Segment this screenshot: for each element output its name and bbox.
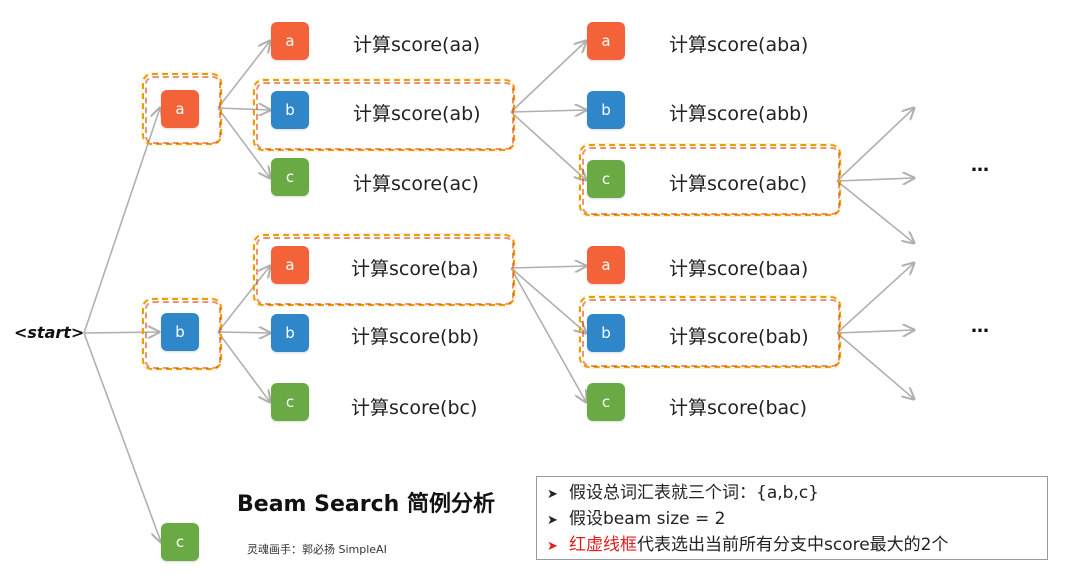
ellipsis-upper: … [971,155,990,176]
selection-box-ba [253,234,515,306]
node-b: b [161,313,199,351]
node-aa: a [271,22,309,60]
ellipsis-lower: … [971,316,990,337]
score-ac: 计算score(ac) [353,173,479,195]
edge-ba-bac [510,267,586,402]
start-label: <start> [14,323,85,342]
selection-box-abc [579,144,841,216]
note-beam-size: ➤ 假设beam size = 2 [547,507,1037,533]
selection-box-ab [253,79,515,151]
note-vocab: ➤ 假设总词汇表就三个词：{a,b,c} [547,481,1037,507]
score-ba: 计算score(ba) [351,258,479,280]
note-selection: ➤ 红虚线框代表选出当前所有分支中score最大的2个 [547,533,1037,559]
score-ab: 计算score(ab) [353,103,481,125]
notes-box: ➤ 假设总词汇表就三个词：{a,b,c} ➤ 假设beam size = 2 ➤ 红虚… [536,476,1048,560]
edge-start-a [83,108,160,334]
score-bac: 计算score(bac) [669,397,808,419]
diagram-title: Beam Search 简例分析 [237,492,495,517]
selection-box-a [142,73,222,145]
score-abb: 计算score(abb) [669,103,809,125]
edge-b-bc [217,331,270,402]
score-abc: 计算score(abc) [669,173,808,195]
selection-box-b [142,298,222,370]
selection-box-bab [579,296,841,368]
edge-abc-next1 [836,108,914,182]
arrow-bullet-icon: ➤ [547,539,558,554]
node-bac: c [587,383,625,421]
node-aba: a [587,22,625,60]
node-bab: b [587,314,625,352]
score-bab: 计算score(bab) [669,326,809,348]
edge-abc-next2 [836,178,914,181]
score-bc: 计算score(bc) [351,397,478,419]
node-abb: b [587,91,625,129]
edge-b-bb [217,332,270,333]
node-a: a [161,90,199,128]
edge-a-ac [217,107,270,178]
edge-a-aa [217,41,270,109]
arrow-bullet-icon: ➤ [547,513,558,528]
edge-ba-baa [510,266,586,268]
edge-abc-next3 [836,180,914,243]
score-aba: 计算score(aba) [669,34,809,56]
score-baa: 计算score(baa) [669,258,809,280]
node-bc: c [271,383,309,421]
node-abc: c [587,160,625,198]
node-ab: b [271,91,309,129]
note-selection-text: 代表选出当前所有分支中score最大的2个 [637,535,949,555]
score-aa: 计算score(aa) [353,34,481,56]
edge-bab-next3 [836,332,914,399]
note-vocab-text: 假设总词汇表就三个词：{a,b,c} [569,483,819,503]
edge-ba-bab [510,267,586,333]
node-c: c [161,523,199,561]
edge-start-c [83,332,161,542]
node-baa: a [587,246,625,284]
arrow-bullet-icon: ➤ [547,487,558,502]
edge-ab-abc [510,111,586,180]
edge-bab-next2 [836,330,914,333]
note-beam-size-text: 假设beam size = 2 [569,509,726,529]
node-bb: b [271,314,309,352]
edge-ab-abb [510,110,586,112]
note-selection-highlight: 红虚线框 [569,535,637,555]
score-bb: 计算score(bb) [351,326,479,348]
edge-bab-next1 [836,263,914,334]
node-ac: c [271,158,309,196]
author-credit: 灵魂画手：郭必扬 SimpleAI [247,543,387,556]
edge-ab-aba [510,41,586,113]
node-ba: a [271,246,309,284]
